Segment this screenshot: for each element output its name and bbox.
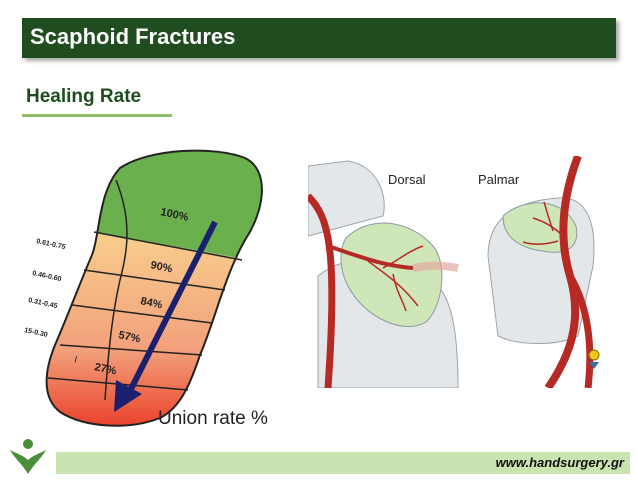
vascular-supply-figure: Dorsal Palmar (305, 154, 618, 391)
zone-marker: I (74, 354, 79, 364)
orientation-marker-icon (589, 362, 599, 369)
zone-percent-100: 100% (159, 206, 189, 224)
section-subtitle: Healing Rate (26, 86, 142, 107)
title-bar: Scaphoid Fractures (22, 18, 616, 58)
dorsal-view: Dorsal (305, 156, 459, 389)
zone-range-0-61-0-75: 0.61-0.75 (36, 238, 66, 251)
union-rate-caption: Union rate % (158, 408, 268, 429)
zone-range-15-0-30: 15-0.30 (24, 327, 49, 339)
zone-percent-27: 27% (93, 361, 117, 377)
zone-percent-57: 57% (117, 329, 141, 345)
society-logo-icon (6, 436, 50, 476)
website-link[interactable]: www.handsurgery.gr (495, 455, 624, 470)
scale-marker-icon (588, 349, 600, 361)
palmar-view: Palmar (466, 154, 618, 391)
footer-bar: www.handsurgery.gr (56, 452, 630, 474)
zone-percent-84: 84% (139, 295, 163, 311)
zone-percent-90: 90% (149, 259, 173, 275)
scaphoid-union-figure: 100% 90% 84% 57% 27% I 0.61-0.75 0.46-0.… (20, 140, 310, 440)
zone-range-0-31-0-45: 0.31-0.45 (28, 297, 58, 310)
dorsal-label: Dorsal (388, 172, 426, 187)
slide-title: Scaphoid Fractures (30, 24, 236, 49)
zone-range-0-46-0-60: 0.46-0.60 (32, 270, 62, 283)
palmar-label: Palmar (478, 172, 520, 187)
subtitle-underline (22, 114, 172, 117)
